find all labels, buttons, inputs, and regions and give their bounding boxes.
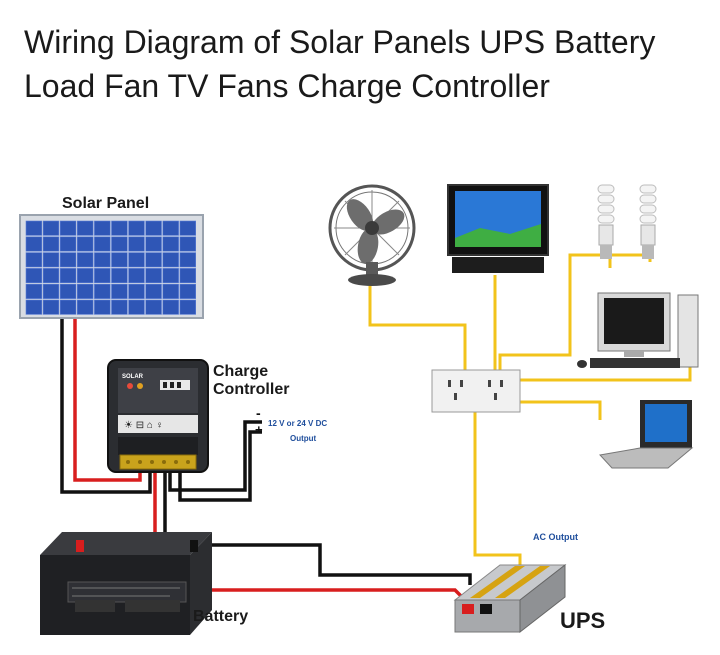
solar-cell (42, 268, 60, 284)
solar-cell (111, 252, 128, 268)
controller-brand: SOLAR (122, 374, 144, 380)
solar-cell (94, 299, 111, 315)
controller-icons: ☀ ⊟ ⌂ ♀ (124, 420, 163, 431)
solar-cell (179, 220, 196, 236)
solar-cell (128, 283, 145, 299)
solar-cell (162, 220, 179, 236)
dc-output-label-1: 12 V or 24 V DC (268, 419, 327, 428)
solar-cell (111, 283, 128, 299)
solar-cell (77, 236, 94, 252)
solar-cell (59, 220, 77, 236)
solar-cell (179, 252, 196, 268)
solar-cell (162, 299, 179, 315)
solar-cell (94, 252, 111, 268)
wall-socket (431, 369, 521, 413)
solar-cell (77, 283, 94, 299)
solar-cell (145, 268, 162, 284)
fan-icon (328, 184, 416, 286)
solar-cell (59, 236, 77, 252)
solar-cell (145, 220, 162, 236)
ups-inverter: AC Output UPS (453, 532, 605, 634)
solar-panel-label: Solar Panel (62, 195, 149, 212)
panel-cells (25, 220, 196, 315)
solar-cell (162, 283, 179, 299)
solar-cell (94, 268, 111, 284)
solar-cell (128, 299, 145, 315)
cfl-bulbs-icon (597, 184, 657, 259)
solar-cell (25, 220, 43, 236)
solar-cell (42, 236, 60, 252)
wiring-diagram: Solar Panel SOLAR ☀ ⊟ ⌂ ♀ Charge Control… (19, 184, 699, 635)
solar-cell (145, 299, 162, 315)
solar-cell (111, 220, 128, 236)
solar-cell (111, 268, 128, 284)
solar-cell (111, 236, 128, 252)
solar-cell (25, 268, 43, 284)
charge-controller-label-2: Controller (213, 381, 289, 398)
solar-cell (128, 220, 145, 236)
solar-cell (25, 252, 43, 268)
battery: Battery (40, 532, 248, 635)
solar-cell (25, 283, 43, 299)
solar-cell (77, 299, 94, 315)
dc-plus-sign: + (255, 422, 263, 437)
solar-cell (145, 252, 162, 268)
laptop-icon (599, 400, 694, 469)
solar-cell (179, 299, 196, 315)
solar-cell (59, 268, 77, 284)
page-title: Wiring Diagram of Solar Panels UPS Batte… (24, 24, 656, 104)
solar-cell (94, 283, 111, 299)
solar-cell (25, 236, 43, 252)
tv-icon (447, 184, 549, 273)
solar-cell (94, 236, 111, 252)
solar-cell (42, 299, 60, 315)
solar-cell (42, 283, 60, 299)
ups-label: UPS (560, 608, 605, 633)
solar-cell (59, 252, 77, 268)
solar-cell (94, 220, 111, 236)
solar-cell (179, 236, 196, 252)
solar-cell (42, 252, 60, 268)
solar-cell (179, 283, 196, 299)
solar-cell (179, 268, 196, 284)
solar-cell (59, 283, 77, 299)
solar-cell (162, 252, 179, 268)
solar-cell (111, 299, 128, 315)
dc-output-label-2: Output (290, 434, 317, 443)
solar-cell (25, 299, 43, 315)
solar-cell (145, 283, 162, 299)
solar-cell (42, 220, 60, 236)
solar-cell (128, 236, 145, 252)
ac-output-label: AC Output (533, 532, 578, 542)
desktop-computer-icon (577, 292, 699, 368)
solar-cell (162, 268, 179, 284)
charge-controller: SOLAR ☀ ⊟ ⌂ ♀ Charge Controller - + 12 V… (107, 359, 327, 473)
solar-cell (128, 252, 145, 268)
solar-cell (59, 299, 77, 315)
solar-cell (77, 268, 94, 284)
solar-cell (162, 236, 179, 252)
dc-minus-sign: - (256, 405, 261, 421)
solar-cell (77, 252, 94, 268)
battery-label: Battery (193, 608, 248, 625)
solar-cell (145, 236, 162, 252)
solar-panel: Solar Panel (19, 195, 204, 319)
solar-cell (77, 220, 94, 236)
charge-controller-label-1: Charge (213, 363, 268, 380)
solar-cell (128, 268, 145, 284)
